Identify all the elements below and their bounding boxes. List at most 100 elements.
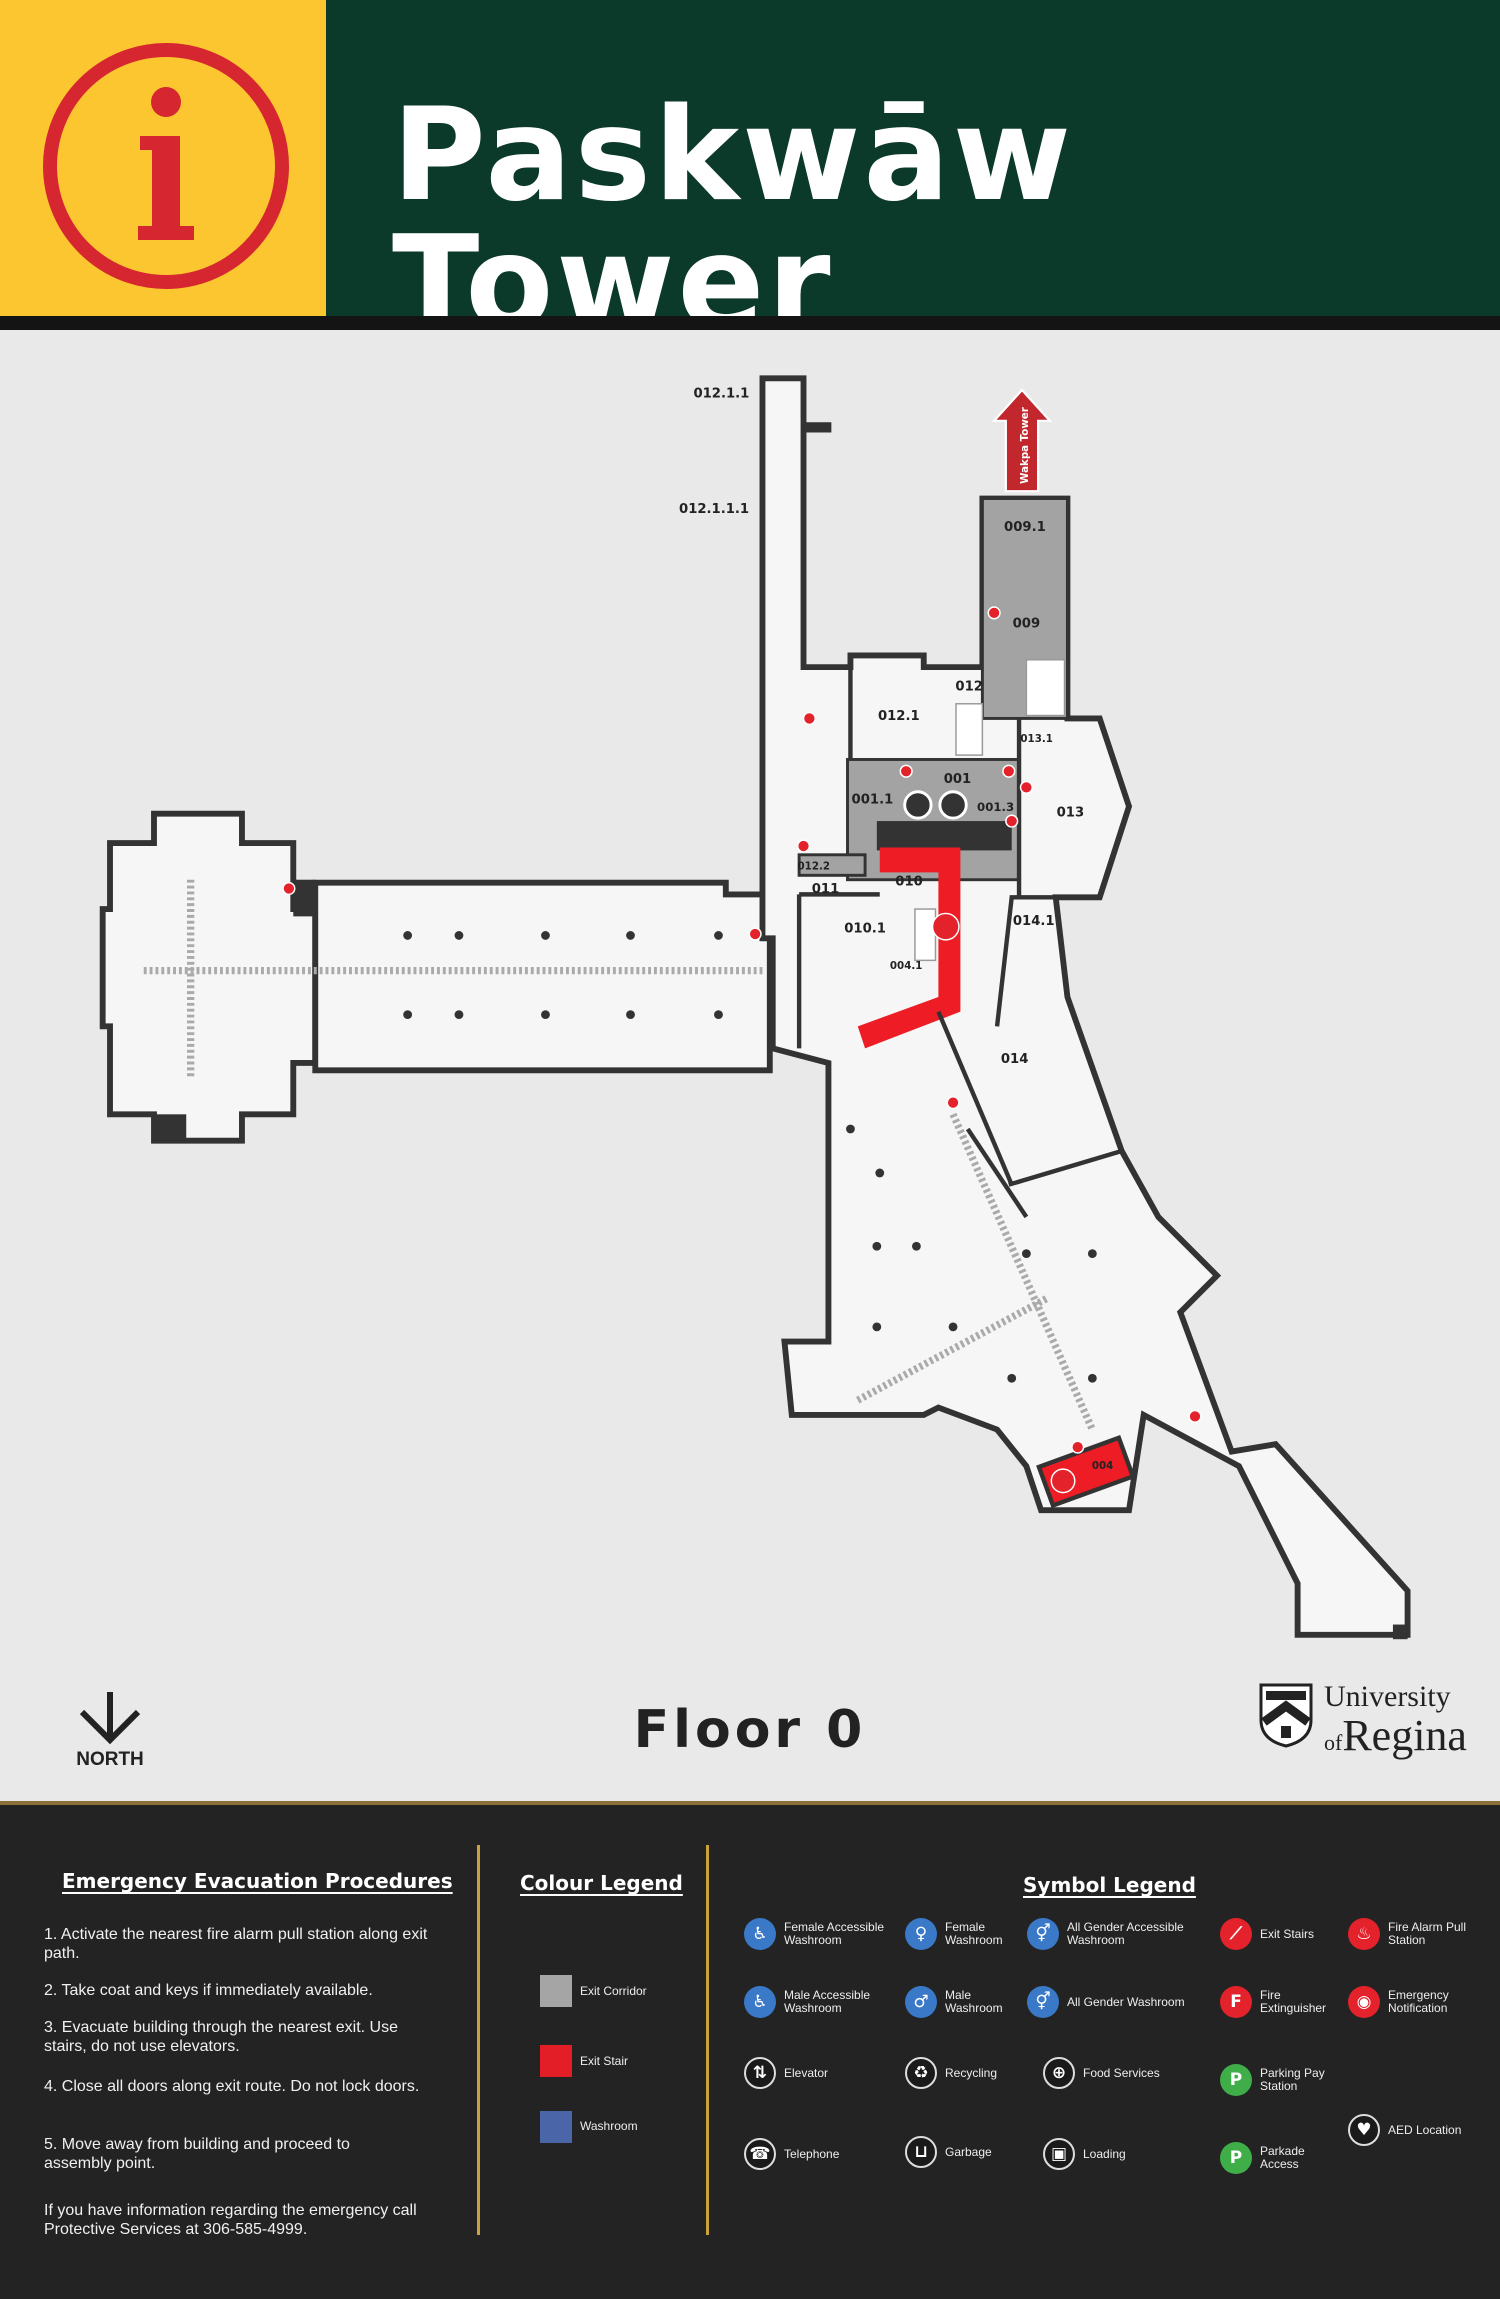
room-label: 013 [1057,806,1085,821]
symbol-legend-item: ☎ Telephone [744,2138,894,2170]
telephone-icon: ☎ [744,2138,776,2170]
procedure-step: If you have information regarding the em… [44,2202,417,2238]
loading-icon: ▣ [1043,2138,1075,2170]
north-indicator: NORTH [70,1690,150,1771]
recycling-icon: ♻ [905,2057,937,2089]
procedure-step: 2. Take coat and keys if immediately ava… [44,1982,373,1999]
walkway-label: Wakpa Tower [1019,406,1031,484]
symbol-legend-item: ◉ Emergency Notification [1348,1986,1498,2018]
room-label: 009 [1013,617,1041,632]
room-label: 012 [955,680,983,695]
room-labels: 012.1.1 012.1.1.1 009.1 009 012 012.1 01… [679,386,1113,1472]
exit-stair-central [857,847,961,1049]
fire-alarm-icon: ♨ [1348,1918,1380,1950]
symbol-legend-item: ⟋ Exit Stairs [1220,1918,1340,1950]
room-label: 012.1.1 [693,386,749,401]
food-services-icon: ⊕ [1043,2057,1075,2089]
legend-panel: Emergency Evacuation Procedures 1. Activ… [0,1805,1500,2299]
section-divider [0,1801,1500,1805]
symbol-legend-item: ♂ Male Washroom [905,1986,1020,2018]
symbol-legend-item: ⊔Garbage [905,2136,1020,2168]
header-logo-panel [0,0,326,316]
emergency-notification-icon: ◉ [1348,1986,1380,2018]
symbol-legend-label: Telephone [784,2146,840,2161]
symbol-legend-item: F Fire Extinguisher [1220,1986,1340,2018]
symbol-legend-item: P Parkade Access [1220,2142,1340,2174]
room-label: 011 [812,882,840,897]
symbol-legend-label: AED Location [1388,2122,1462,2137]
logo-line1: University [1324,1680,1451,1713]
room-label: 013.1 [1020,733,1052,745]
procedure-step: 4. Close all doors along exit route. Do … [44,2078,420,2095]
symbol-legend-label: Fire Extinguisher [1260,1988,1327,2015]
symbol-legend-label: Parking Pay Station [1260,2066,1325,2093]
university-logo: University ofRegina [1258,1682,1488,1762]
symbol-legend-item: ⚥All Gender Accessible Washroom [1027,1918,1217,1950]
symbol-legend-label: Parkade Access [1260,2144,1305,2171]
symbol-legend-item: ♨ Fire Alarm Pull Station [1348,1918,1498,1950]
procedures-heading: Emergency Evacuation Procedures [62,1869,453,1893]
room-label: 001 [944,772,972,787]
parkade-access-icon: P [1220,2142,1252,2174]
symbol-legend-label: Food Services [1083,2065,1160,2080]
map-symbol-markers [282,606,1202,1494]
symbol-legend-label: Female Accessible Washroom [784,1920,885,1947]
symbol-legend-label: Loading [1083,2146,1126,2161]
header-divider [0,316,1500,330]
north-label: NORTH [76,1749,144,1770]
stairs [914,659,1066,962]
washroom-swatch [540,2111,572,2143]
procedure-step: 3. Evacuate building through the nearest… [44,2019,398,2055]
fire-extinguisher-icon: F [1220,1986,1252,2018]
room-label: 009.1 [1004,520,1046,535]
north-arrow-icon [79,1692,141,1745]
symbol-legend-label: Male Accessible Washroom [784,1988,871,2015]
procedure-step: 1. Activate the nearest fire alarm pull … [44,1926,428,1962]
symbol-legend-item: ♻Recycling [905,2057,1020,2089]
floor-label: Floor 0 [633,1700,867,1760]
exit-stair-swatch [540,2045,572,2077]
room-label: 001.3 [977,800,1014,814]
aed-icon: ♥ [1348,2114,1380,2146]
symbol-legend-label: Exit Stairs [1260,1926,1315,1941]
symbol-legend-label: Male Washroom [945,1988,1003,2015]
central-and-south-wing [759,375,1411,1638]
room-label: 012.1 [878,709,920,724]
symbol-legend-heading: Symbol Legend [1023,1873,1196,1897]
symbol-legend-item: ♿ Female Accessible Washroom [744,1918,894,1950]
symbol-legend-label: Emergency Notification [1388,1988,1449,2015]
symbol-legend-item: ♿Male Accessible Washroom [744,1986,894,2018]
west-corridor [312,879,773,1074]
room-label: 010 [895,875,923,890]
symbol-legend-item: ♀Female Washroom [905,1918,1020,1950]
colour-legend-label: Exit Stair [580,2054,629,2068]
symbol-legend-label: Fire Alarm Pull Station [1388,1920,1467,1947]
crest-icon [1259,1683,1313,1748]
walkway-arrow: Wakpa Tower [991,388,1053,493]
corridor-stair-block [293,879,316,917]
all-gender-washroom-icon: ⚥ [1027,1986,1059,2018]
male-washroom-icon: ♂ [905,1986,937,2018]
symbol-legend-label: All Gender Washroom [1067,1994,1185,2009]
room-label: 004.1 [890,960,922,972]
symbol-legend-label: Elevator [784,2065,829,2080]
elevator-core [876,821,1012,851]
all-gender-accessible-washroom-icon: ⚥ [1027,1918,1059,1950]
room-label: 014.1 [1013,914,1055,929]
room-label: 012.2 [798,860,830,872]
room-label: 004 [1092,1460,1113,1472]
symbol-legend-item: ♥ AED Location [1348,2114,1498,2146]
header-title-panel [326,0,1500,316]
room-label: 014 [1001,1052,1029,1067]
female-accessible-washroom-icon: ♿ [744,1918,776,1950]
exit-stairs-icon: ⟋ [1220,1918,1252,1950]
colour-legend-heading: Colour Legend [520,1871,683,1895]
room-label: 001.1 [852,792,894,807]
symbol-legend-item: ⚥ All Gender Washroom [1027,1986,1217,2018]
path-lines [143,879,1096,1432]
columns [403,931,1097,1383]
symbol-legend-label: Garbage [945,2144,992,2159]
elevator-icon: ⇅ [744,2057,776,2089]
